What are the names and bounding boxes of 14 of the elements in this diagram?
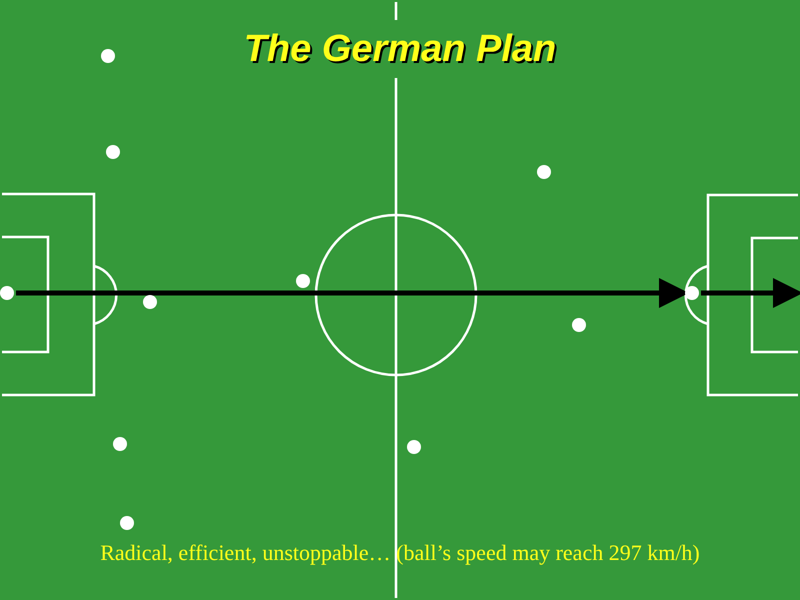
player-dot [113, 437, 127, 451]
player-dot [537, 165, 551, 179]
player-dot [120, 516, 134, 530]
caption: Radical, efficient, unstoppable… (ball’s speed may reach 297 km/h) [100, 540, 700, 565]
player-dot [407, 440, 421, 454]
player-dot [572, 318, 586, 332]
player-dot [296, 274, 310, 288]
player-dot [0, 286, 14, 300]
player-dot [143, 295, 157, 309]
title: The German Plan [244, 28, 556, 70]
arrow [701, 278, 800, 308]
player-dot [106, 145, 120, 159]
player-dot [685, 286, 699, 300]
player-dot [101, 49, 115, 63]
